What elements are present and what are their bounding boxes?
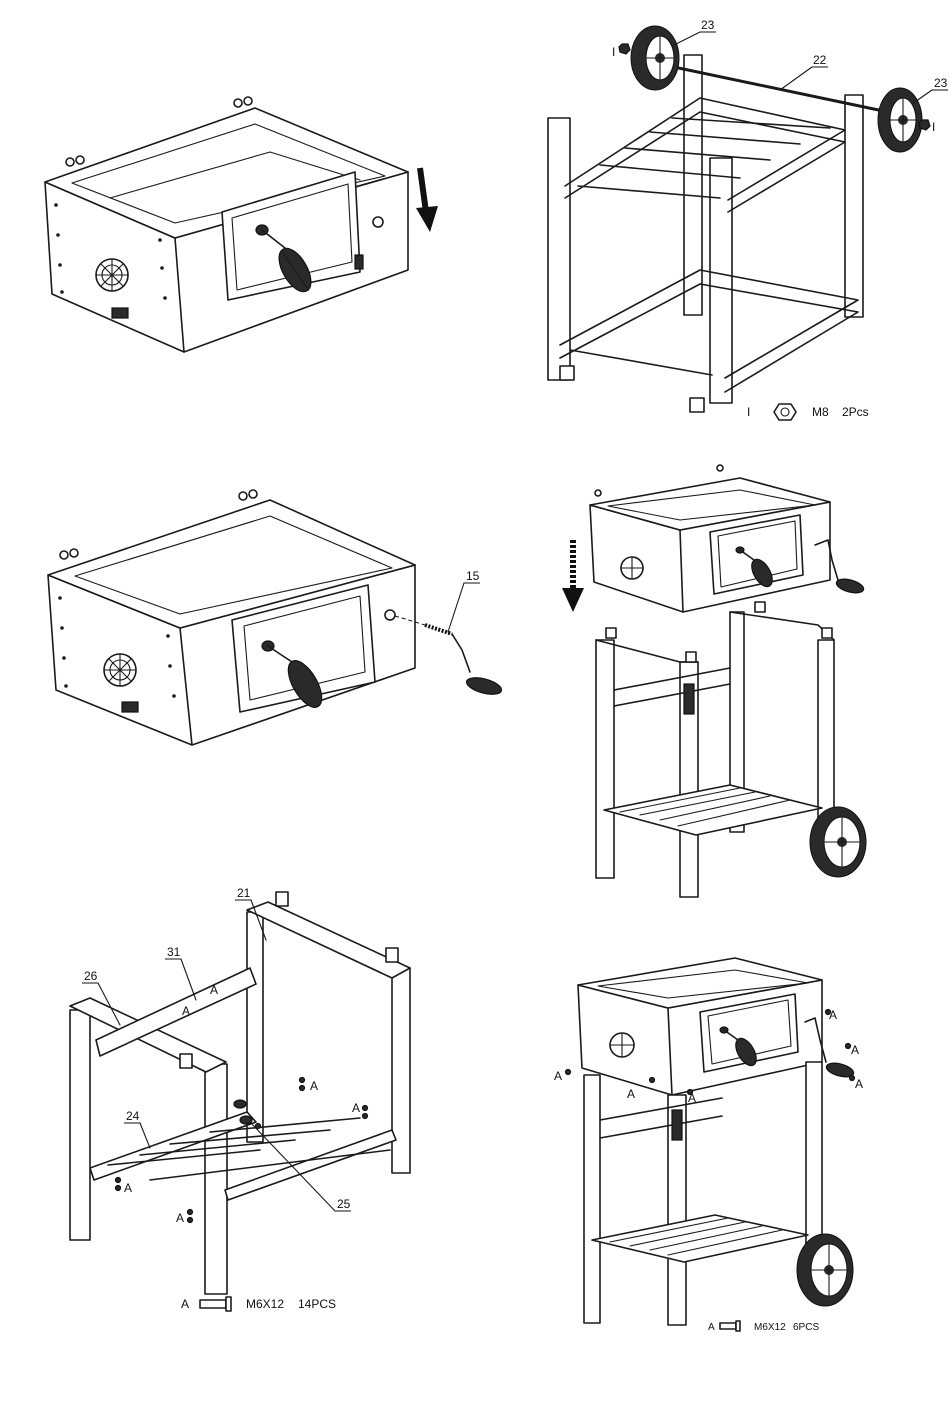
hw-qty: 6PCS [793,1322,819,1333]
vent-wheel-icon [96,259,128,291]
part-label-23-left: 23 [701,18,715,32]
hardware-legend-p5: A M6X12 14PCS [181,1297,336,1311]
vent-wheel-icon [610,1033,634,1057]
part-label-25: 25 [337,1197,351,1211]
part-label-23-right: 23 [934,76,948,90]
part-label-15: 15 [466,569,480,583]
bolt-m6x12-icon [720,1323,736,1329]
bolt-letter: A [554,1069,562,1083]
hw-qty: 2Pcs [842,405,869,419]
bolt-letter: A [182,1004,190,1018]
wheel-left-icon [631,26,679,90]
hardware-legend-p2: I M8 2Pcs [747,404,869,420]
hw-size: M6X12 [246,1297,284,1311]
vent-wheel-icon [621,557,643,579]
wheel-icon [810,807,866,877]
bolt-letter: A [829,1008,837,1022]
wheel-right-icon [878,88,922,152]
bolt-letter: A [688,1091,696,1105]
panel-3-firebox-crank: 15 [48,490,503,745]
bolt-letter: A [352,1101,360,1115]
hw-size: M6X12 [754,1322,786,1333]
nut-letter-left: I [612,45,615,59]
panel-5-stand-frame: A A A A A A 21 31 26 24 25 A M6X12 14PCS [70,886,410,1311]
part-label-31: 31 [167,945,181,959]
panel-1-firebox [45,97,438,352]
bolt-letter: A [210,983,218,997]
hw-letter: I [747,405,750,419]
bolt-m6x12-icon [200,1300,226,1308]
panel-4-mount-firebox [562,465,866,897]
hw-qty: 14PCS [298,1297,336,1311]
down-arrow-icon [562,540,584,612]
nut-m8-icon [774,404,796,420]
hw-size: M8 [812,405,829,419]
bolt-letter: A [855,1077,863,1091]
nut-letter-right: I [932,120,935,134]
bolt-letter: A [627,1087,635,1101]
bolt-letter: A [851,1043,859,1057]
bolt-letter: A [176,1211,184,1225]
panel-6-final-assembly: A A A A A A A M6X12 6PCS [554,958,863,1333]
bolt-letter: A [124,1181,132,1195]
part-label-24: 24 [126,1109,140,1123]
bolt-letter: A [310,1079,318,1093]
part-label-21: 21 [237,886,251,900]
down-arrow-icon [416,168,438,232]
hardware-legend-p6: A M6X12 6PCS [708,1321,819,1333]
wheel-icon [797,1234,853,1306]
panel-2-wheel-stand: 23 22 23 I I I M8 2Pcs [548,18,948,420]
vent-wheel-icon [104,654,136,686]
part-label-22: 22 [813,53,827,67]
hw-letter: A [708,1322,715,1333]
hw-letter: A [181,1297,189,1311]
nut-icon [919,120,930,130]
nut-icon [619,44,630,54]
part-label-26: 26 [84,969,98,983]
